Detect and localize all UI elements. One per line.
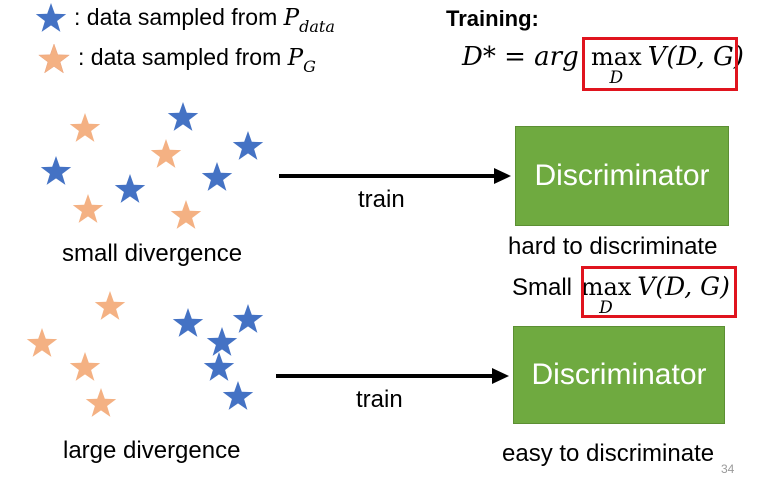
blue-star-icon	[167, 102, 199, 131]
bottom-train-label: train	[356, 386, 403, 413]
blue-star-icon	[172, 308, 204, 337]
orange-star-icon	[69, 352, 101, 381]
blue-star-icon	[232, 131, 264, 160]
orange-star-icon	[26, 328, 58, 357]
legend-real-text: : data sampled from	[74, 4, 284, 30]
small-max-highlight-box	[581, 266, 737, 318]
large-divergence-caption: large divergence	[63, 437, 241, 464]
hard-to-discriminate-label: hard to discriminate	[508, 233, 718, 260]
orange-star-icon	[85, 388, 117, 417]
objective-max: max	[591, 43, 642, 71]
orange-star-icon	[170, 200, 202, 229]
objective-fn: V(D, G)	[647, 42, 744, 72]
small-divergence-caption: small divergence	[62, 240, 243, 267]
small-fn: V(D, G)	[637, 272, 730, 301]
orange-star-icon	[72, 194, 104, 223]
legend-gen-text: : data sampled from	[78, 44, 288, 70]
blue-star-icon	[206, 327, 238, 356]
small-max: max	[580, 273, 632, 301]
blue-star-icon	[40, 156, 72, 185]
top-train-label: train	[358, 186, 405, 213]
small-max-sub: D	[599, 298, 613, 318]
legend-blue-star-icon	[35, 3, 67, 32]
blue-star-icon	[203, 352, 235, 381]
blue-star-icon	[201, 162, 233, 191]
small-divergence-cluster	[40, 102, 264, 229]
objective-lhs: D* = arg	[462, 42, 587, 72]
blue-star-icon	[232, 304, 264, 333]
page-number: 34	[721, 462, 735, 476]
bottom-discriminator-box: Discriminator	[513, 326, 725, 424]
blue-star-icon	[222, 381, 254, 410]
top-train-arrow	[279, 168, 511, 184]
bottom-train-arrow	[276, 368, 509, 384]
top-discriminator-box: Discriminator	[515, 126, 729, 226]
legend-real-data: : data sampled from Pdata	[74, 4, 335, 36]
large-divergence-cluster	[26, 291, 264, 417]
legend-real-var: P	[283, 5, 300, 31]
legend-orange-star-icon	[38, 43, 70, 74]
legend-gen-var: P	[287, 45, 304, 71]
orange-star-icon	[94, 291, 126, 320]
legend-real-sub: data	[299, 17, 335, 36]
easy-to-discriminate-label: easy to discriminate	[502, 440, 715, 467]
small-word: Small	[512, 274, 579, 301]
orange-star-icon	[150, 139, 182, 168]
orange-star-icon	[69, 113, 101, 142]
legend-generated-data: : data sampled from PG	[78, 44, 316, 76]
objective-max-sub: D	[609, 68, 624, 88]
legend-gen-sub: G	[303, 57, 316, 76]
objective-highlight-box	[582, 37, 738, 91]
blue-star-icon	[114, 174, 146, 203]
training-title: Training:	[446, 6, 539, 31]
